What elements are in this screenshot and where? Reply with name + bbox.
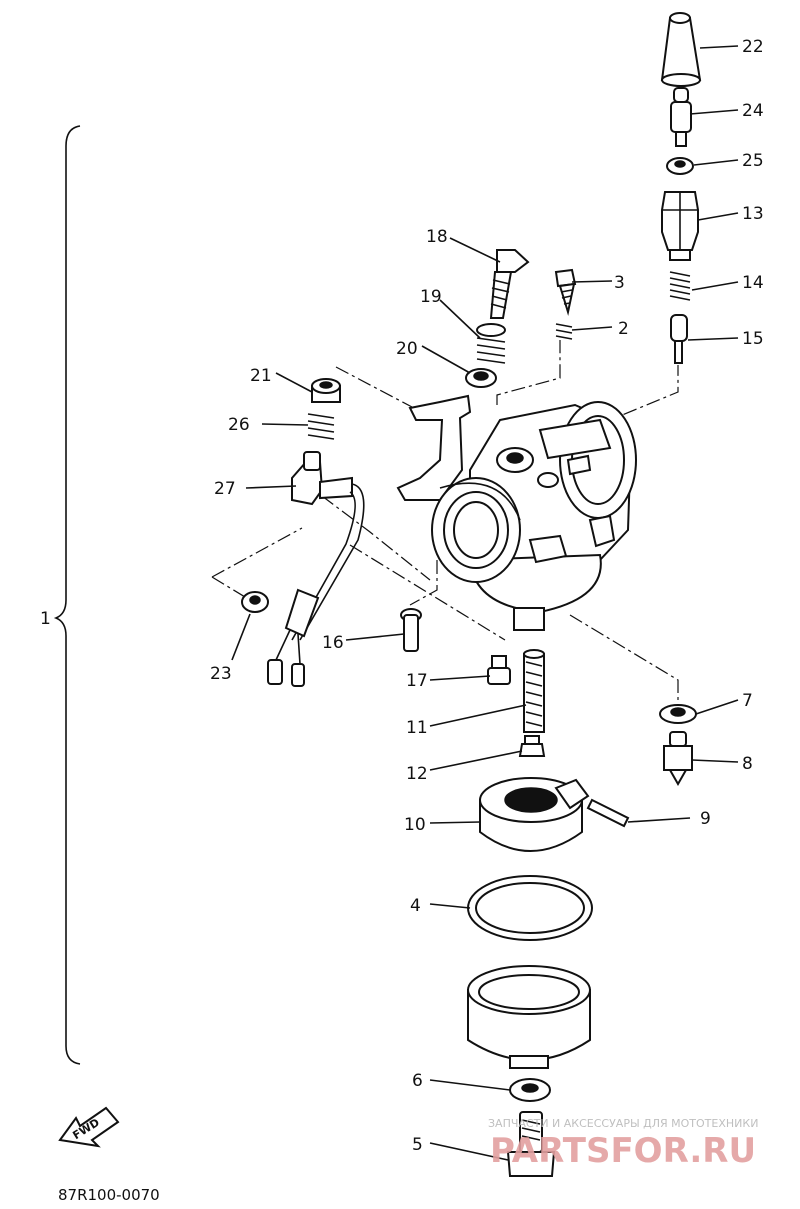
callout-24: 24 xyxy=(742,101,764,121)
callout-7: 7 xyxy=(742,691,753,711)
callout-labels: 22 24 25 13 14 15 18 3 19 2 20 21 26 27 … xyxy=(40,37,764,1155)
switch-part-27 xyxy=(267,451,365,687)
callout-12: 12 xyxy=(406,764,428,784)
part-17 xyxy=(487,655,511,685)
carburetor-body xyxy=(396,394,637,631)
diagram-code: 87R100-0070 xyxy=(58,1186,160,1204)
choke-cap-part xyxy=(660,12,702,87)
watermark-tagline: ЗАПЧАСТИ И АКСЕССУАРЫ ДЛЯ МОТОТЕХНИКИ xyxy=(488,1117,758,1130)
needle-valve-part xyxy=(663,731,693,787)
washer-part-7 xyxy=(659,704,697,724)
gasket-part xyxy=(467,875,593,941)
watermark: ЗАПЧАСТИ И АКСЕССУАРЫ ДЛЯ МОТОТЕХНИКИ PA… xyxy=(488,1117,758,1171)
callout-leaders xyxy=(231,45,739,1161)
callout-16: 16 xyxy=(322,633,344,653)
part-16 xyxy=(400,608,422,652)
callout-18: 18 xyxy=(426,227,448,247)
spring-part-14 xyxy=(669,271,691,301)
spring-part-2 xyxy=(555,323,573,340)
float-bowl-part xyxy=(467,965,591,1069)
assembly-bracket xyxy=(53,125,81,1065)
callout-10: 10 xyxy=(404,815,426,835)
callout-4: 4 xyxy=(410,896,421,916)
forward-arrow-icon: FWD xyxy=(58,1106,120,1148)
callout-13: 13 xyxy=(742,204,764,224)
callout-25: 25 xyxy=(742,151,764,171)
grommet-part-23 xyxy=(241,591,269,613)
callout-23: 23 xyxy=(210,664,232,684)
spring-part-26 xyxy=(307,413,335,440)
pilot-screw-part xyxy=(554,268,577,316)
spring-part-19 xyxy=(476,323,506,364)
plunger-part-15 xyxy=(670,314,688,364)
callout-22: 22 xyxy=(742,37,764,57)
callout-9: 9 xyxy=(700,809,711,829)
callout-6: 6 xyxy=(412,1071,423,1091)
main-jet-part xyxy=(518,735,546,757)
callout-2: 2 xyxy=(618,319,629,339)
callout-11: 11 xyxy=(406,718,428,738)
callout-26: 26 xyxy=(228,415,250,435)
starter-body-part xyxy=(661,191,699,261)
throttle-stop-screw-part xyxy=(489,249,530,319)
callout-1: 1 xyxy=(40,609,51,629)
callout-3: 3 xyxy=(614,273,625,293)
callout-14: 14 xyxy=(742,273,764,293)
callout-17: 17 xyxy=(406,671,428,691)
washer-part-20 xyxy=(465,368,497,388)
callout-21: 21 xyxy=(250,366,272,386)
cap-part-21 xyxy=(311,378,341,403)
drain-plug-part xyxy=(506,1111,556,1177)
float-part xyxy=(479,777,590,852)
nut-part xyxy=(666,157,694,175)
callout-19: 19 xyxy=(420,287,442,307)
watermark-logo: PARTSFOR.RU xyxy=(490,1131,756,1171)
starter-plunger-part xyxy=(670,87,692,147)
float-pin-part xyxy=(586,798,630,828)
callout-8: 8 xyxy=(742,754,753,774)
needle-jet-part xyxy=(523,649,545,733)
callout-5: 5 xyxy=(412,1135,423,1155)
washer-part-6 xyxy=(509,1078,551,1102)
callout-20: 20 xyxy=(396,339,418,359)
callout-27: 27 xyxy=(214,479,236,499)
callout-15: 15 xyxy=(742,329,764,349)
